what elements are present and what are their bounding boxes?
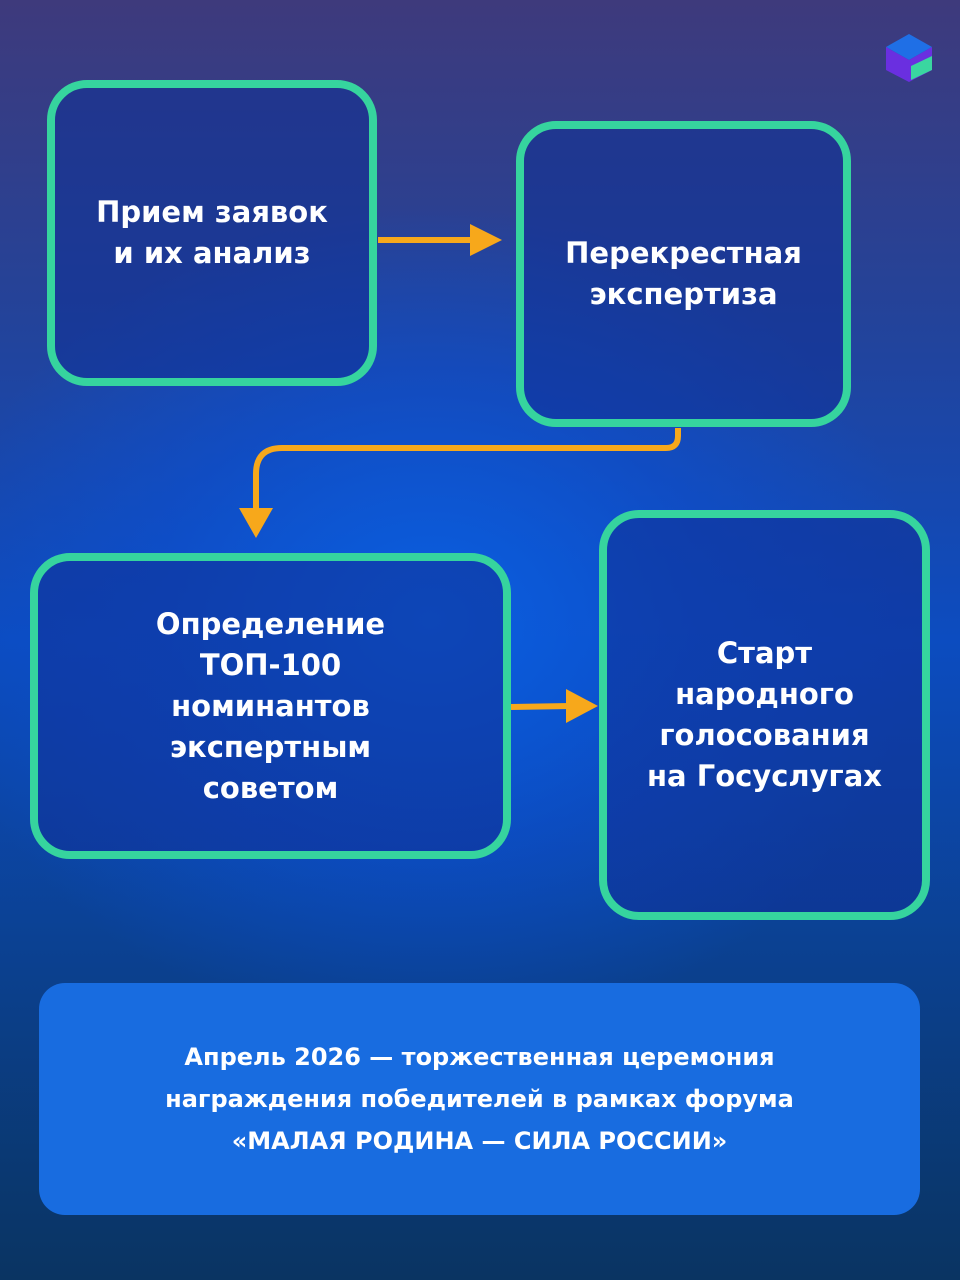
arrow-1-to-2 <box>378 224 502 256</box>
step-label: Определение ТОП-100 номинантов экспертны… <box>155 606 386 805</box>
step-applications: Прием заявок и их анализ <box>47 80 377 386</box>
step-label: Старт народного голосования на Госуслуга… <box>647 636 882 793</box>
step-label: Перекрестная экспертиза <box>565 236 802 311</box>
cube-logo-icon <box>886 34 932 82</box>
step-public-vote: Старт народного голосования на Госуслуга… <box>599 510 930 920</box>
arrow-2-to-3 <box>239 428 681 538</box>
step-top100: Определение ТОП-100 номинантов экспертны… <box>30 553 511 859</box>
ceremony-banner: Апрель 2026 — торжественная церемония на… <box>39 983 920 1215</box>
arrow-3-to-4 <box>510 689 598 723</box>
step-label: Прием заявок и их анализ <box>96 195 328 270</box>
banner-text: Апрель 2026 — торжественная церемония на… <box>165 1043 794 1155</box>
step-cross-review: Перекрестная экспертиза <box>516 121 851 427</box>
